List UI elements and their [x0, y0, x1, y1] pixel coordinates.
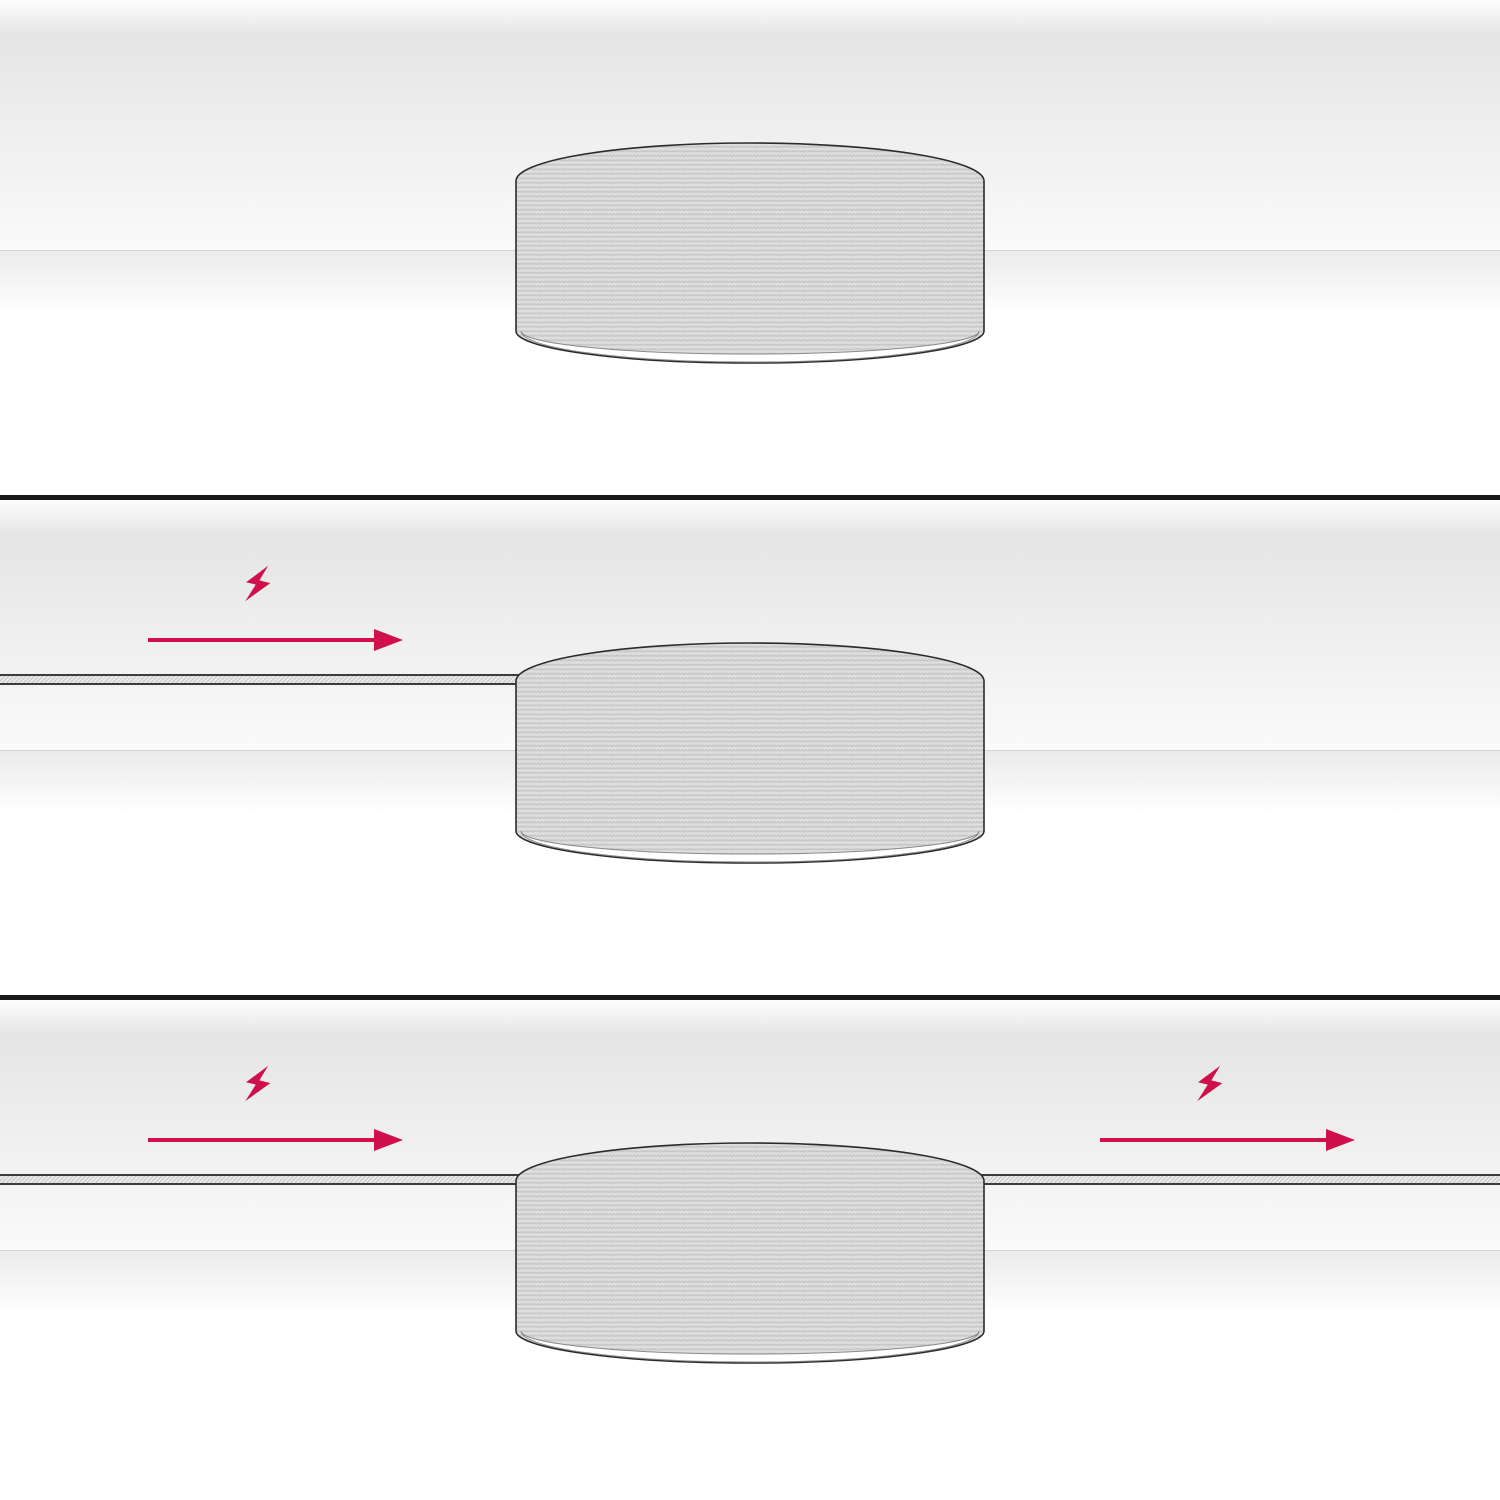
arrow-right-icon: [1098, 1127, 1356, 1153]
arrow-stroke-group: [1098, 1127, 1356, 1153]
panel-lamp-left-feed: [0, 500, 1500, 1000]
current-flow-indicator-left: [146, 1062, 404, 1153]
arrow-right-icon: [146, 1127, 404, 1153]
arrow-stroke-group: [146, 627, 404, 653]
power-cable-left: [0, 674, 520, 685]
drum-lampshade-shape: [515, 642, 985, 864]
lightning-bolt-icon: [1193, 1062, 1227, 1107]
drum-lampshade: [515, 642, 985, 864]
drum-lampshade-shape: [515, 1142, 985, 1364]
panel-lamp-through-feed: [0, 1000, 1500, 1500]
drum-lampshade: [515, 1142, 985, 1364]
panel-divider: [0, 995, 1500, 1000]
power-cable-left: [0, 1174, 520, 1185]
panel-lamp-flush-mount: [0, 0, 1500, 500]
arrow-stroke-group: [146, 1127, 404, 1153]
drum-lampshade-shape: [515, 142, 985, 364]
current-flow-indicator-right: [1098, 1062, 1356, 1153]
lightning-bolt-icon: [241, 1062, 275, 1107]
arrow-right-icon: [146, 627, 404, 653]
drum-lampshade: [515, 142, 985, 364]
lightning-bolt-icon: [241, 562, 275, 607]
power-cable-right: [980, 1174, 1500, 1185]
current-flow-indicator-left: [146, 562, 404, 653]
panel-divider: [0, 495, 1500, 500]
